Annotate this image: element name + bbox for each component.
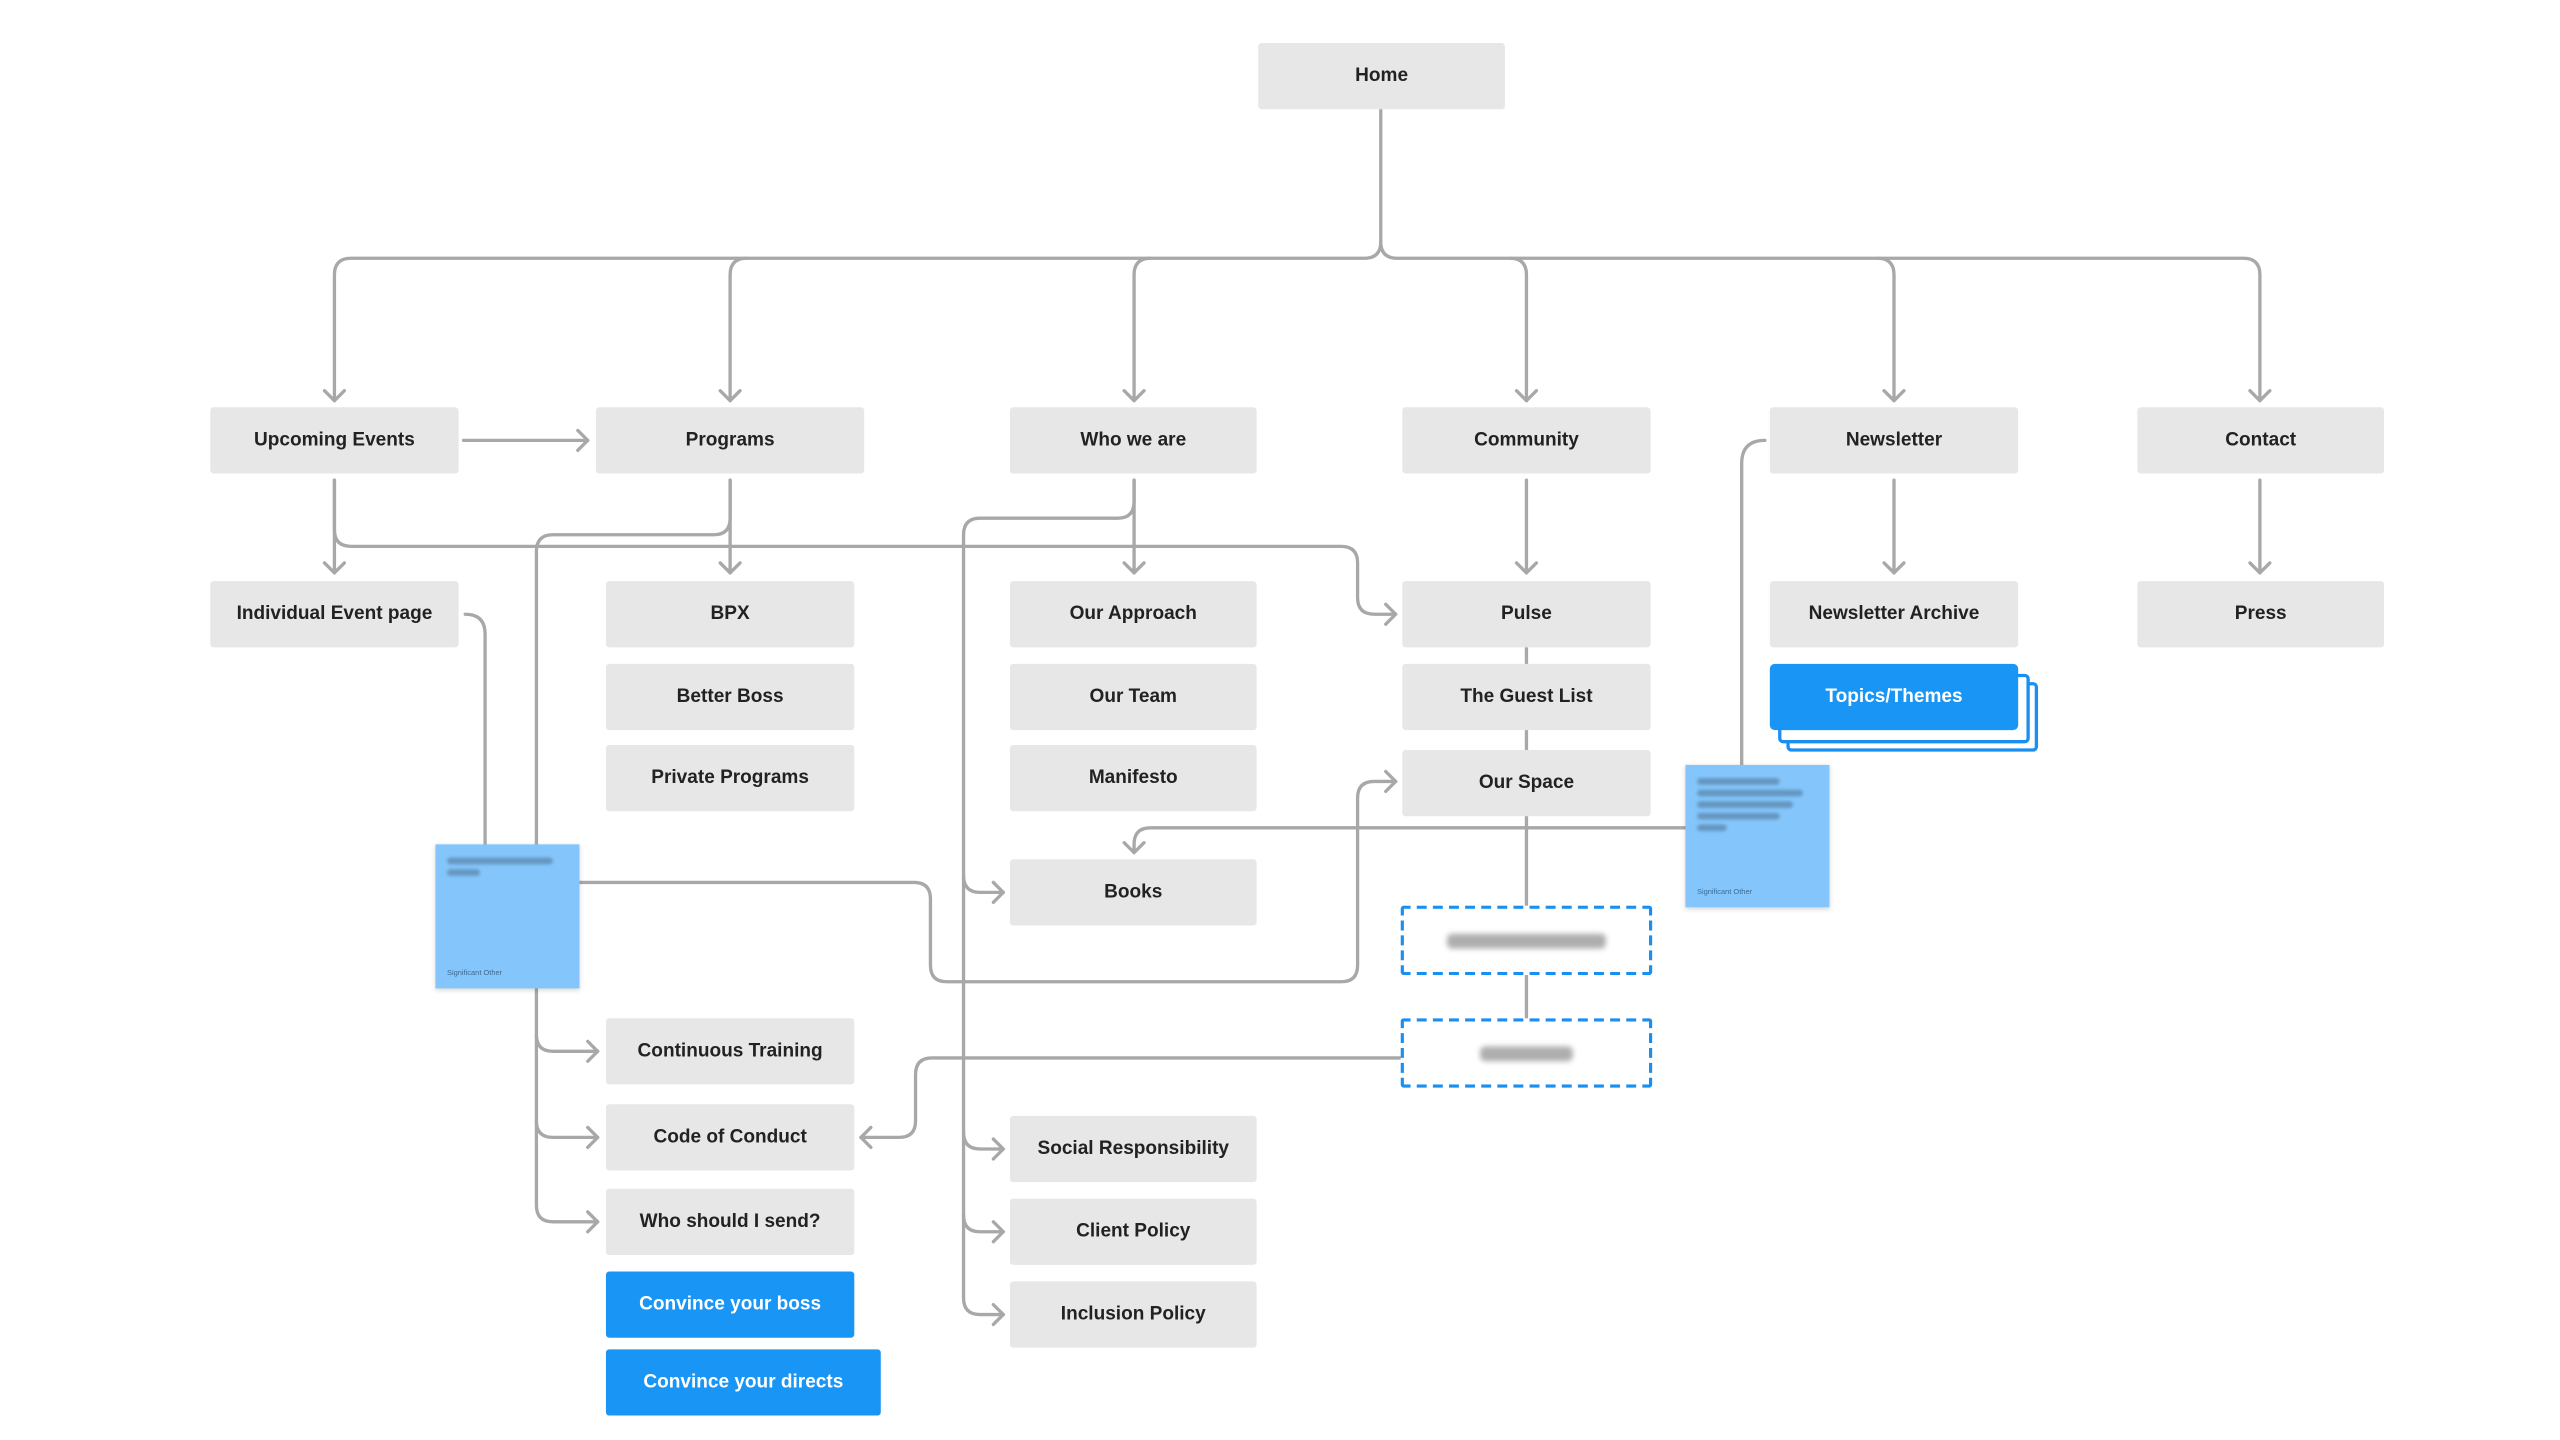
redacted-label bbox=[1446, 932, 1606, 948]
node-who-we-are[interactable]: Who we are bbox=[1009, 407, 1257, 474]
sticky-redacted-line bbox=[1696, 824, 1727, 832]
sticky-redacted-line bbox=[1696, 812, 1780, 820]
node-upcoming-events[interactable]: Upcoming Events bbox=[210, 407, 459, 474]
node-bpx[interactable]: BPX bbox=[605, 581, 855, 648]
node-individual-event-page[interactable]: Individual Event page bbox=[210, 581, 459, 648]
node-newsletter[interactable]: Newsletter bbox=[1769, 407, 2019, 474]
sticky-author: Significant Other bbox=[447, 968, 503, 977]
node-books[interactable]: Books bbox=[1009, 859, 1257, 926]
node-programs[interactable]: Programs bbox=[596, 407, 865, 474]
node-our-space[interactable]: Our Space bbox=[1402, 749, 1651, 817]
node-topics-themes[interactable]: Topics/Themes bbox=[1769, 663, 2019, 731]
node-private-programs[interactable]: Private Programs bbox=[605, 745, 855, 812]
sticky-author: Significant Other bbox=[1696, 887, 1753, 896]
node-our-approach[interactable]: Our Approach bbox=[1009, 581, 1257, 648]
node-inclusion-policy[interactable]: Inclusion Policy bbox=[1009, 1281, 1257, 1348]
node-convince-your-boss[interactable]: Convince your boss bbox=[605, 1271, 855, 1338]
sticky-redacted-line bbox=[1696, 801, 1794, 808]
node-code-of-conduct[interactable]: Code of Conduct bbox=[605, 1104, 855, 1171]
node-better-boss[interactable]: Better Boss bbox=[605, 663, 855, 731]
sticky-redacted-line bbox=[447, 857, 553, 865]
node-convince-your-directs[interactable]: Convince your directs bbox=[605, 1349, 881, 1416]
node-newsletter-archive[interactable]: Newsletter Archive bbox=[1769, 581, 2019, 648]
node-home[interactable]: Home bbox=[1258, 43, 1505, 110]
node-our-team[interactable]: Our Team bbox=[1009, 663, 1257, 731]
node-community[interactable]: Community bbox=[1402, 407, 1651, 474]
sticky-redacted-line bbox=[1696, 789, 1803, 797]
node-pulse[interactable]: Pulse bbox=[1402, 581, 1651, 648]
redacted-label bbox=[1480, 1045, 1573, 1061]
sticky-note-right[interactable]: Significant Other bbox=[1685, 764, 1830, 908]
node-continuous-training[interactable]: Continuous Training bbox=[605, 1018, 855, 1085]
sticky-redacted-line bbox=[447, 869, 481, 876]
node-who-should-i-send[interactable]: Who should I send? bbox=[605, 1188, 855, 1255]
node-dashed-redacted-2[interactable] bbox=[1400, 1018, 1653, 1088]
node-dashed-redacted-1[interactable] bbox=[1400, 905, 1653, 976]
node-social-responsibility[interactable]: Social Responsibility bbox=[1009, 1115, 1257, 1183]
node-the-guest-list[interactable]: The Guest List bbox=[1402, 663, 1651, 731]
sticky-note-left[interactable]: Significant Other bbox=[435, 844, 580, 989]
node-contact[interactable]: Contact bbox=[2137, 407, 2385, 474]
node-press[interactable]: Press bbox=[2137, 581, 2385, 648]
node-manifesto[interactable]: Manifesto bbox=[1009, 745, 1257, 812]
sticky-redacted-line bbox=[1696, 778, 1780, 785]
node-client-policy[interactable]: Client Policy bbox=[1009, 1198, 1257, 1265]
